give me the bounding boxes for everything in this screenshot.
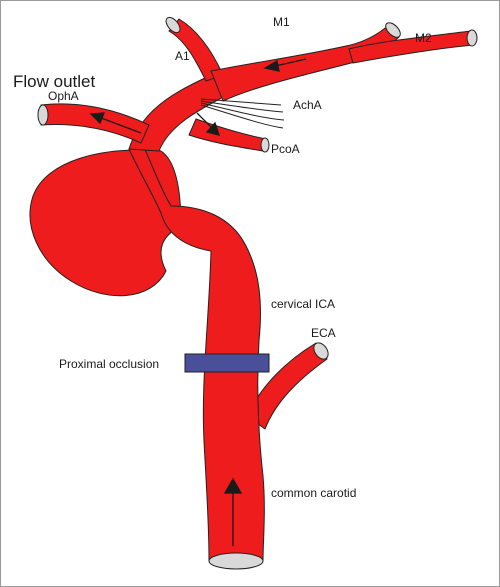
label-acha: AchA — [293, 98, 322, 112]
label-m1: M1 — [273, 15, 290, 29]
opha-vessel — [40, 103, 150, 144]
acha-lines — [200, 98, 285, 129]
ica-trunk — [128, 140, 265, 562]
arrowhead-icon — [263, 59, 280, 72]
aneurysm-sac — [29, 149, 182, 297]
arrowhead-icon — [89, 112, 105, 125]
m2-vessel — [348, 30, 474, 64]
label-opha: OphA — [48, 89, 79, 103]
label-proximal-occlusion: Proximal occlusion — [59, 357, 159, 371]
label-a1: A1 — [175, 49, 190, 63]
m1-vessel — [210, 24, 400, 102]
label-flow-outlet: Flow outlet — [13, 72, 95, 91]
label-common-carotid: common carotid — [271, 486, 356, 500]
arrowhead-icon — [205, 121, 220, 136]
label-eca: ECA — [311, 326, 336, 340]
m1-end — [385, 22, 401, 38]
label-cervical-ica: cervical ICA — [271, 297, 335, 311]
opha-arrow-shaft — [95, 115, 142, 134]
opha-end — [37, 104, 49, 126]
label-pcoa: PcoA — [271, 142, 300, 156]
arrowhead-icon — [223, 477, 243, 494]
pcoa-vessel — [188, 118, 267, 152]
pcoa-end — [260, 137, 270, 153]
occlusion-band — [184, 353, 270, 373]
label-m2: M2 — [415, 31, 432, 45]
a1-end — [165, 16, 181, 34]
eca-end — [313, 342, 329, 360]
a1-vessel — [168, 18, 224, 82]
common-carotid-end — [208, 552, 264, 570]
m2-end — [466, 29, 478, 47]
flow-arrows — [89, 58, 307, 546]
